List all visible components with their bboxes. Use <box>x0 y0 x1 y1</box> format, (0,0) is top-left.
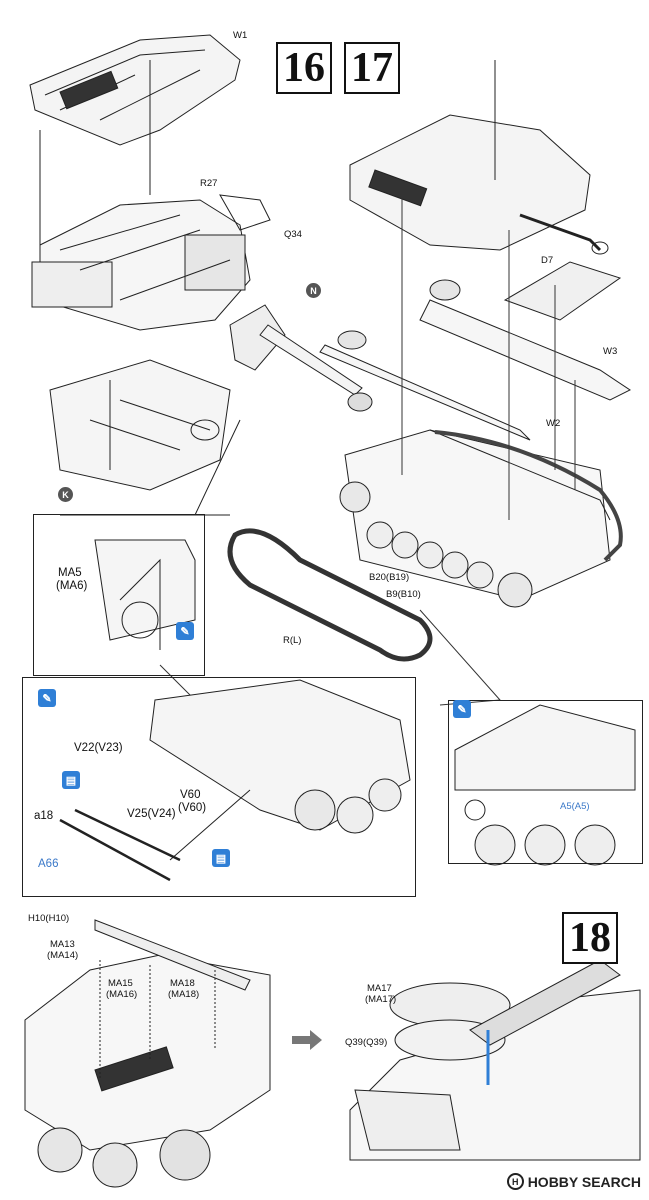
paint-brush-icon: ✎ <box>176 622 194 640</box>
part-label-ma18: MA18 <box>170 978 195 989</box>
superstructure-part <box>31 194 271 331</box>
inset-panel-wheels <box>448 700 643 864</box>
paint-brush-icon: ✎ <box>38 689 56 707</box>
decal-icon: ▤ <box>62 771 80 789</box>
part-label-rl: R(L) <box>283 635 302 646</box>
fender-plate-d7 <box>503 261 622 321</box>
part-label-ma16: (MA16) <box>106 989 138 1000</box>
step-number-16: 16 <box>276 42 332 94</box>
part-label-q34: Q34 <box>284 229 302 240</box>
track-link-part <box>227 528 433 662</box>
part-label-a66: A66 <box>38 858 59 870</box>
part-label-v22: V22(V23) <box>74 742 123 754</box>
part-label-ma17b: (MA17) <box>365 994 397 1005</box>
hull-part <box>339 429 623 608</box>
marker-n-icon: N <box>306 283 321 298</box>
exhaust-detail-18 <box>349 959 641 1161</box>
gun-barrel-part <box>229 304 373 412</box>
watermark-text: HOBBY SEARCH <box>527 1173 641 1190</box>
decal-icon: ▤ <box>212 849 230 867</box>
part-label-ma6: (MA6) <box>56 580 88 592</box>
part-label-a18: a18 <box>34 810 54 822</box>
part-label-w2: W2 <box>546 418 561 429</box>
rear-hull-detail <box>59 679 411 882</box>
step-number-17: 17 <box>344 42 400 94</box>
part-label-q39: Q39(Q39) <box>345 1037 388 1048</box>
hobby-search-logo-icon: H <box>506 1173 524 1190</box>
part-label-ma5: MA5 <box>58 567 82 579</box>
part-label-ma13: MA13 <box>50 939 75 950</box>
gun-mount-part <box>49 359 231 491</box>
engine-deck-detail-18 <box>24 919 271 1188</box>
part-label-w1: W1 <box>233 30 248 41</box>
inset-panel-fender <box>33 514 205 676</box>
engine-deck-part <box>29 34 241 250</box>
fender-detail <box>94 539 196 650</box>
part-label-b20: B20(B19) <box>369 572 410 583</box>
fender-strip-w2 <box>319 344 531 441</box>
inset-panel-rear-hull <box>22 677 416 897</box>
part-label-v25: V25(V24) <box>127 808 176 820</box>
step-number-18: 18 <box>562 912 618 964</box>
part-label-b9: B9(B10) <box>386 589 421 600</box>
part-label-ma17: MA17 <box>367 983 392 994</box>
marker-k-icon: K <box>58 487 73 502</box>
watermark: H HOBBY SEARCH <box>506 1173 641 1190</box>
part-label-ma14: (MA14) <box>47 950 79 961</box>
casemate-part <box>349 60 609 255</box>
road-wheel-detail <box>454 704 636 866</box>
fender-strip-w3 <box>419 299 631 401</box>
part-label-r27: R27 <box>200 178 218 189</box>
part-label-w3: W3 <box>603 346 618 357</box>
part-label-ma15: MA15 <box>108 978 133 989</box>
part-label-d7: D7 <box>541 255 554 266</box>
part-label-h10: H10(H10) <box>28 913 70 924</box>
paint-brush-icon: ✎ <box>453 700 471 718</box>
part-label-v60a: V60 <box>180 789 201 801</box>
part-label-a5: A5(A5) <box>560 801 590 812</box>
arrow-right-icon <box>292 1030 322 1050</box>
part-label-v60b: (V60) <box>178 802 207 814</box>
part-label-ma18b: (MA18) <box>168 989 200 1000</box>
